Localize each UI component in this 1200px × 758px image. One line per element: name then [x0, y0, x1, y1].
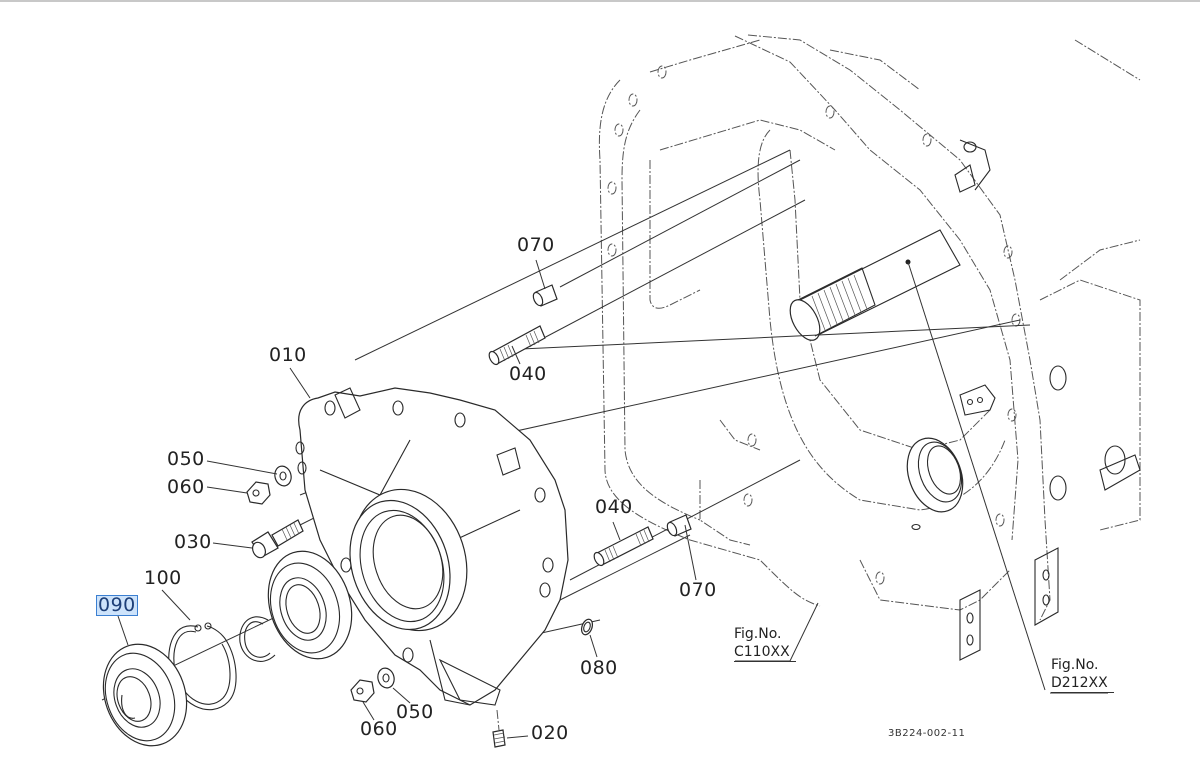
callout-060-upper[interactable]: 060: [167, 476, 205, 498]
assembly-axis-lines: [101, 149, 1031, 701]
transmission-housing: [598, 34, 1141, 661]
case-cover-010: [295, 387, 569, 706]
fig-ref-d212xx-line1: Fig.No.: [1051, 657, 1099, 673]
callout-070-upper[interactable]: 070: [517, 234, 555, 256]
callout-090-selected[interactable]: 090: [96, 594, 138, 616]
plug-020: [492, 709, 506, 748]
fig-ref-d212xx-line2: D212XX: [1051, 674, 1114, 693]
washer-050-lower: [377, 667, 395, 689]
splined-shaft: [789, 229, 961, 341]
callout-040-lower[interactable]: 040: [595, 496, 633, 518]
browser-top-border: [0, 0, 1200, 2]
pin-070-upper: [532, 284, 558, 307]
stud-040-lower: [593, 526, 654, 567]
bolt-030: [251, 519, 304, 559]
nut-060-upper: [246, 481, 271, 505]
callout-010[interactable]: 010: [269, 344, 307, 366]
oil-seal-090: [102, 643, 188, 747]
callout-050-upper[interactable]: 050: [167, 448, 205, 470]
callout-070-lower[interactable]: 070: [679, 579, 717, 601]
callout-050-lower[interactable]: 050: [396, 701, 434, 723]
callout-100[interactable]: 100: [144, 567, 182, 589]
fig-ref-c110xx[interactable]: Fig.No. C110XX: [734, 625, 796, 662]
nut-060-lower: [350, 679, 375, 703]
fig-ref-c110xx-line1: Fig.No.: [734, 626, 782, 642]
snap-ring-small: [239, 616, 276, 662]
stud-040-upper: [488, 325, 546, 366]
ball-bearing: [267, 550, 353, 660]
callout-080[interactable]: 080: [580, 657, 618, 679]
fig-ref-d212xx[interactable]: Fig.No. D212XX: [1051, 656, 1114, 693]
washer-050-upper: [274, 465, 292, 487]
snap-ring-100: [168, 622, 237, 711]
callout-060-lower[interactable]: 060: [360, 718, 398, 740]
callout-020[interactable]: 020: [531, 722, 569, 744]
drawing-code: 3B224-002-11: [888, 728, 966, 739]
o-ring-080: [580, 618, 594, 636]
callout-030[interactable]: 030: [174, 531, 212, 553]
callout-040-upper[interactable]: 040: [509, 363, 547, 385]
fig-ref-c110xx-line2: C110XX: [734, 643, 796, 662]
